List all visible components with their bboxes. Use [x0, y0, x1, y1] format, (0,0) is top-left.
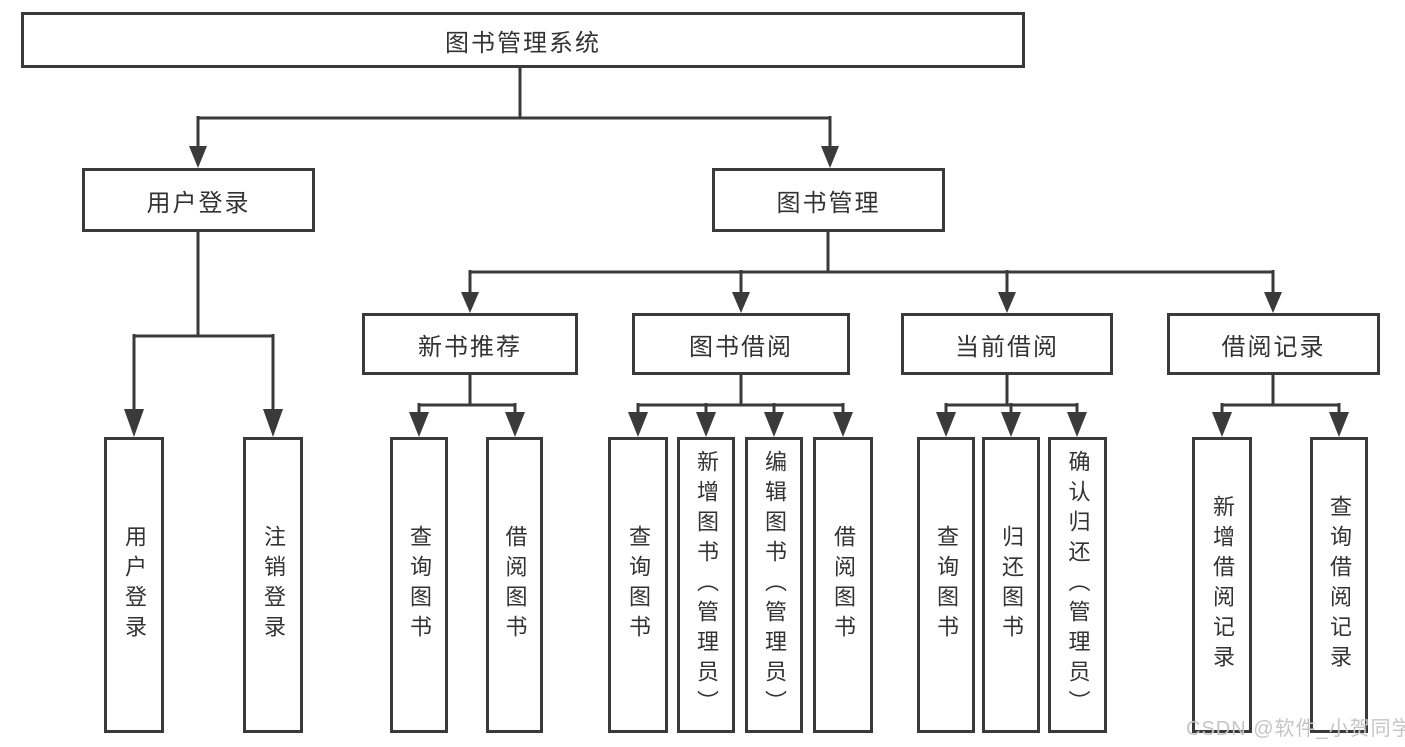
node-user-login: 用户登录 [82, 168, 315, 232]
leaf-query-books-current: 查询图书 [917, 437, 975, 733]
node-current-borrow: 当前借阅 [901, 313, 1113, 375]
leaf-borrow-books-borrow: 借阅图书 [813, 437, 873, 733]
leaf-user-login: 用户登录 [104, 437, 164, 733]
leaf-return-book-label: 归还图书 [999, 525, 1024, 645]
leaf-query-books-borrow-label: 查询图书 [626, 525, 651, 645]
csdn-watermark: CSDN @软件_小贺同学 [1186, 718, 1405, 740]
leaf-borrow-books-borrow-label: 借阅图书 [831, 525, 856, 645]
node-book-management: 图书管理 [712, 168, 945, 232]
leaf-query-borrow-record-label: 查询借阅记录 [1327, 495, 1352, 675]
leaf-borrow-books-recommend-label: 借阅图书 [502, 525, 528, 645]
node-book-borrow: 图书借阅 [632, 313, 850, 375]
leaf-edit-book-admin: 编辑图书（管理员） [745, 437, 803, 733]
leaf-borrow-books-recommend: 借阅图书 [486, 437, 543, 733]
leaf-user-login-label: 用户登录 [122, 525, 147, 645]
node-new-book-recommend: 新书推荐 [362, 313, 578, 375]
node-library-management-system: 图书管理系统 [21, 12, 1025, 68]
leaf-confirm-return-admin-label: 确认归还（管理员） [1065, 450, 1091, 720]
leaf-confirm-return-admin: 确认归还（管理员） [1048, 437, 1107, 733]
leaf-query-borrow-record: 查询借阅记录 [1310, 437, 1368, 733]
leaf-add-book-admin-label: 新增图书（管理员） [694, 450, 719, 720]
leaf-logout-label: 注销登录 [261, 525, 286, 645]
leaf-query-books-borrow: 查询图书 [608, 437, 668, 733]
leaf-query-books-current-label: 查询图书 [934, 525, 959, 645]
leaf-query-books-recommend: 查询图书 [390, 437, 448, 733]
leaf-add-borrow-record-label: 新增借阅记录 [1210, 495, 1235, 675]
leaf-add-book-admin: 新增图书（管理员） [677, 437, 735, 733]
leaf-edit-book-admin-label: 编辑图书（管理员） [762, 450, 787, 720]
leaf-return-book: 归还图书 [982, 437, 1040, 733]
node-borrow-records: 借阅记录 [1167, 313, 1380, 375]
leaf-query-books-recommend-label: 查询图书 [407, 525, 432, 645]
leaf-add-borrow-record: 新增借阅记录 [1192, 437, 1252, 733]
leaf-logout: 注销登录 [243, 437, 303, 733]
